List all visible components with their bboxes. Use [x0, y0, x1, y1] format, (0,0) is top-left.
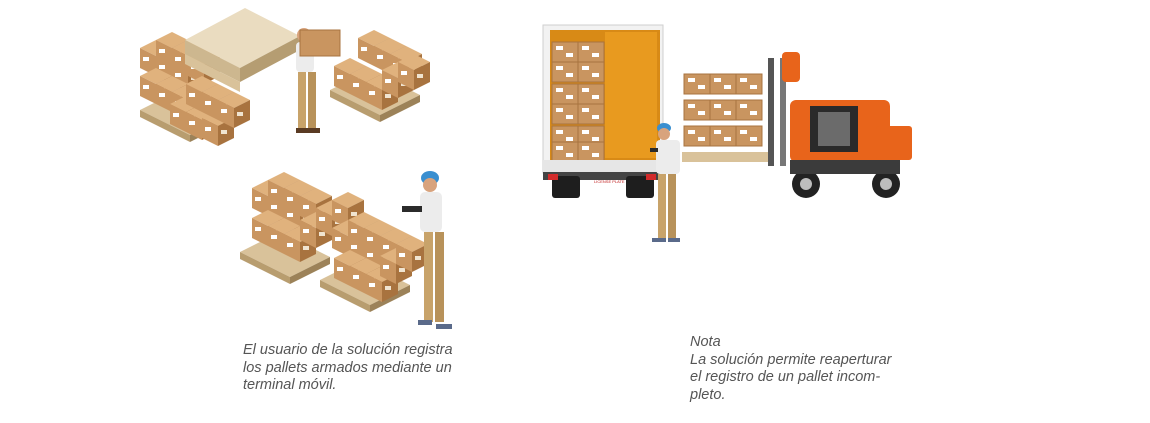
caption-left-line-1: El usuario de la solución registra — [243, 342, 453, 358]
forklift — [768, 52, 912, 198]
worker-with-scanner — [402, 171, 452, 329]
pallet-stack-right-top — [330, 30, 430, 122]
truck: LICENSE PLATE — [542, 24, 664, 198]
empty-pallet-stack — [185, 8, 300, 92]
caption-right-title: Nota — [690, 334, 721, 350]
caption-left-line-3: terminal móvil. — [243, 377, 337, 393]
license-plate-text: LICENSE PLATE — [594, 179, 625, 184]
caption-right-line-2: el registro de un pallet incom- — [690, 369, 881, 385]
loaded-pallets-middle — [240, 172, 428, 312]
caption-right-note: Nota La solución permite reaperturar el … — [690, 334, 892, 404]
caption-left: El usuario de la solución registra los p… — [243, 342, 453, 395]
caption-right-line-1: La solución permite reaperturar — [690, 351, 892, 368]
forklift-load — [682, 73, 770, 162]
caption-right-line-3: pleto. — [690, 386, 726, 403]
worker-at-truck — [650, 123, 680, 242]
worker-carrying-box — [296, 28, 341, 133]
caption-left-line-2: los pallets armados mediante un — [243, 359, 452, 376]
